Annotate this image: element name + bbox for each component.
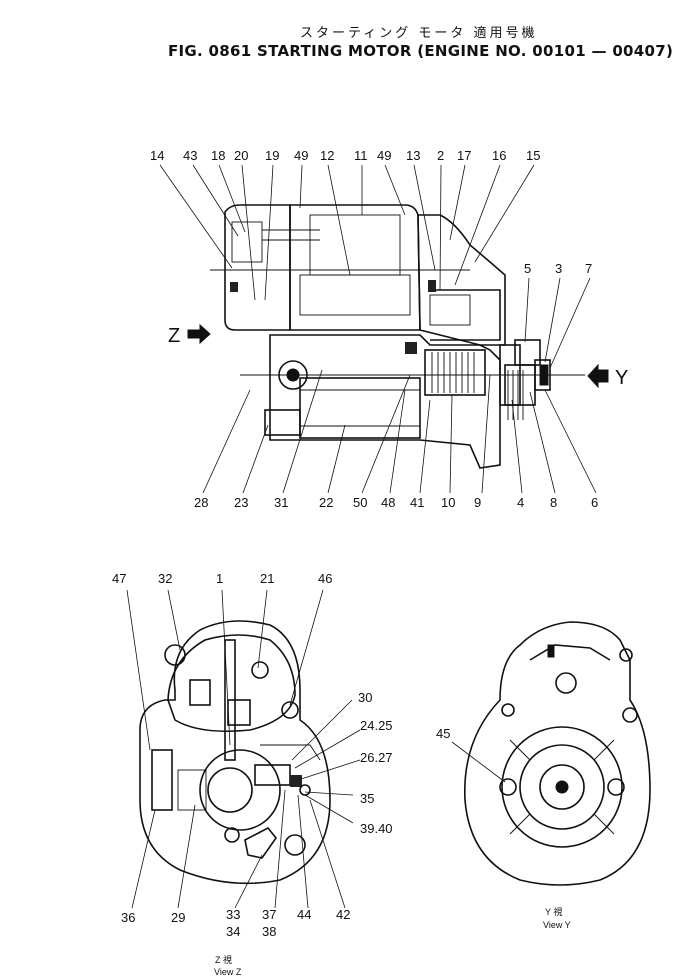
callout-1: 1 [216, 571, 223, 586]
arrow-z-label: Z [168, 325, 180, 347]
side-view-assembly [210, 204, 585, 469]
callout-29: 29 [171, 910, 185, 925]
view-z-drawing [126, 589, 361, 909]
japanese-title: スターティング モータ 適用号機 [300, 26, 538, 41]
callout-6: 6 [591, 495, 598, 510]
callout-7: 7 [585, 261, 592, 276]
view-z-caption-jp: Z 視 [215, 954, 232, 965]
callout-32: 32 [158, 571, 172, 586]
callout-46: 46 [318, 571, 332, 586]
callout-14: 14 [150, 148, 164, 163]
callout-3: 3 [555, 261, 562, 276]
view-z-caption: View Z [214, 967, 242, 977]
side-view-top-callouts: 14 43 18 20 19 49 12 11 49 13 2 17 16 15 [150, 148, 540, 301]
callout-35: 35 [360, 791, 374, 806]
callout-4: 4 [517, 495, 524, 510]
callout-22: 22 [319, 495, 333, 510]
callout-19: 19 [265, 148, 279, 163]
view-y-caption: View Y [543, 920, 571, 930]
callout-2: 2 [437, 148, 444, 163]
callout-42: 42 [336, 907, 350, 922]
callout-5: 5 [524, 261, 531, 276]
callout-28: 28 [194, 495, 208, 510]
callout-17: 17 [457, 148, 471, 163]
callout-39-40: 39.40 [360, 821, 393, 836]
callout-31: 31 [274, 495, 288, 510]
callout-10: 10 [441, 495, 455, 510]
callout-45: 45 [436, 726, 450, 741]
callout-49: 49 [294, 148, 308, 163]
callout-11: 11 [354, 148, 368, 163]
callout-41: 41 [410, 495, 424, 510]
callout-20: 20 [234, 148, 248, 163]
view-z-callouts: 47 32 1 21 46 30 24.25 26.27 35 39.40 36… [112, 571, 393, 977]
view-y-arrow: Y [587, 363, 628, 389]
callout-34: 34 [226, 924, 240, 939]
view-y-callouts: 45 Y 視 View Y [436, 726, 571, 930]
callout-49: 49 [377, 148, 391, 163]
callout-21: 21 [260, 571, 274, 586]
side-view-right-callouts: 5 3 7 [524, 261, 592, 369]
callout-16: 16 [492, 148, 506, 163]
callout-18: 18 [211, 148, 225, 163]
callout-43: 43 [183, 148, 197, 163]
callout-47: 47 [112, 571, 126, 586]
view-y-drawing [451, 621, 651, 886]
callout-48: 48 [381, 495, 395, 510]
callout-9: 9 [474, 495, 481, 510]
callout-13: 13 [406, 148, 420, 163]
callout-26-27: 26.27 [360, 750, 393, 765]
callout-15: 15 [526, 148, 540, 163]
callout-12: 12 [320, 148, 334, 163]
callout-36: 36 [121, 910, 135, 925]
callout-44: 44 [297, 907, 311, 922]
callout-30: 30 [358, 690, 372, 705]
side-view-bottom-callouts: 28 23 31 22 50 48 41 10 9 4 8 6 [194, 369, 598, 510]
callout-38: 38 [262, 924, 276, 939]
callout-50: 50 [353, 495, 367, 510]
view-z-arrow: Z [168, 323, 211, 347]
figure-title: FIG. 0861 STARTING MOTOR (ENGINE NO. 001… [168, 42, 674, 60]
callout-33: 33 [226, 907, 240, 922]
arrow-y-label: Y [615, 367, 628, 389]
callout-24-25: 24.25 [360, 718, 393, 733]
callout-37: 37 [262, 907, 276, 922]
view-y-caption-jp: Y 視 [545, 906, 562, 917]
callout-23: 23 [234, 495, 248, 510]
callout-8: 8 [550, 495, 557, 510]
